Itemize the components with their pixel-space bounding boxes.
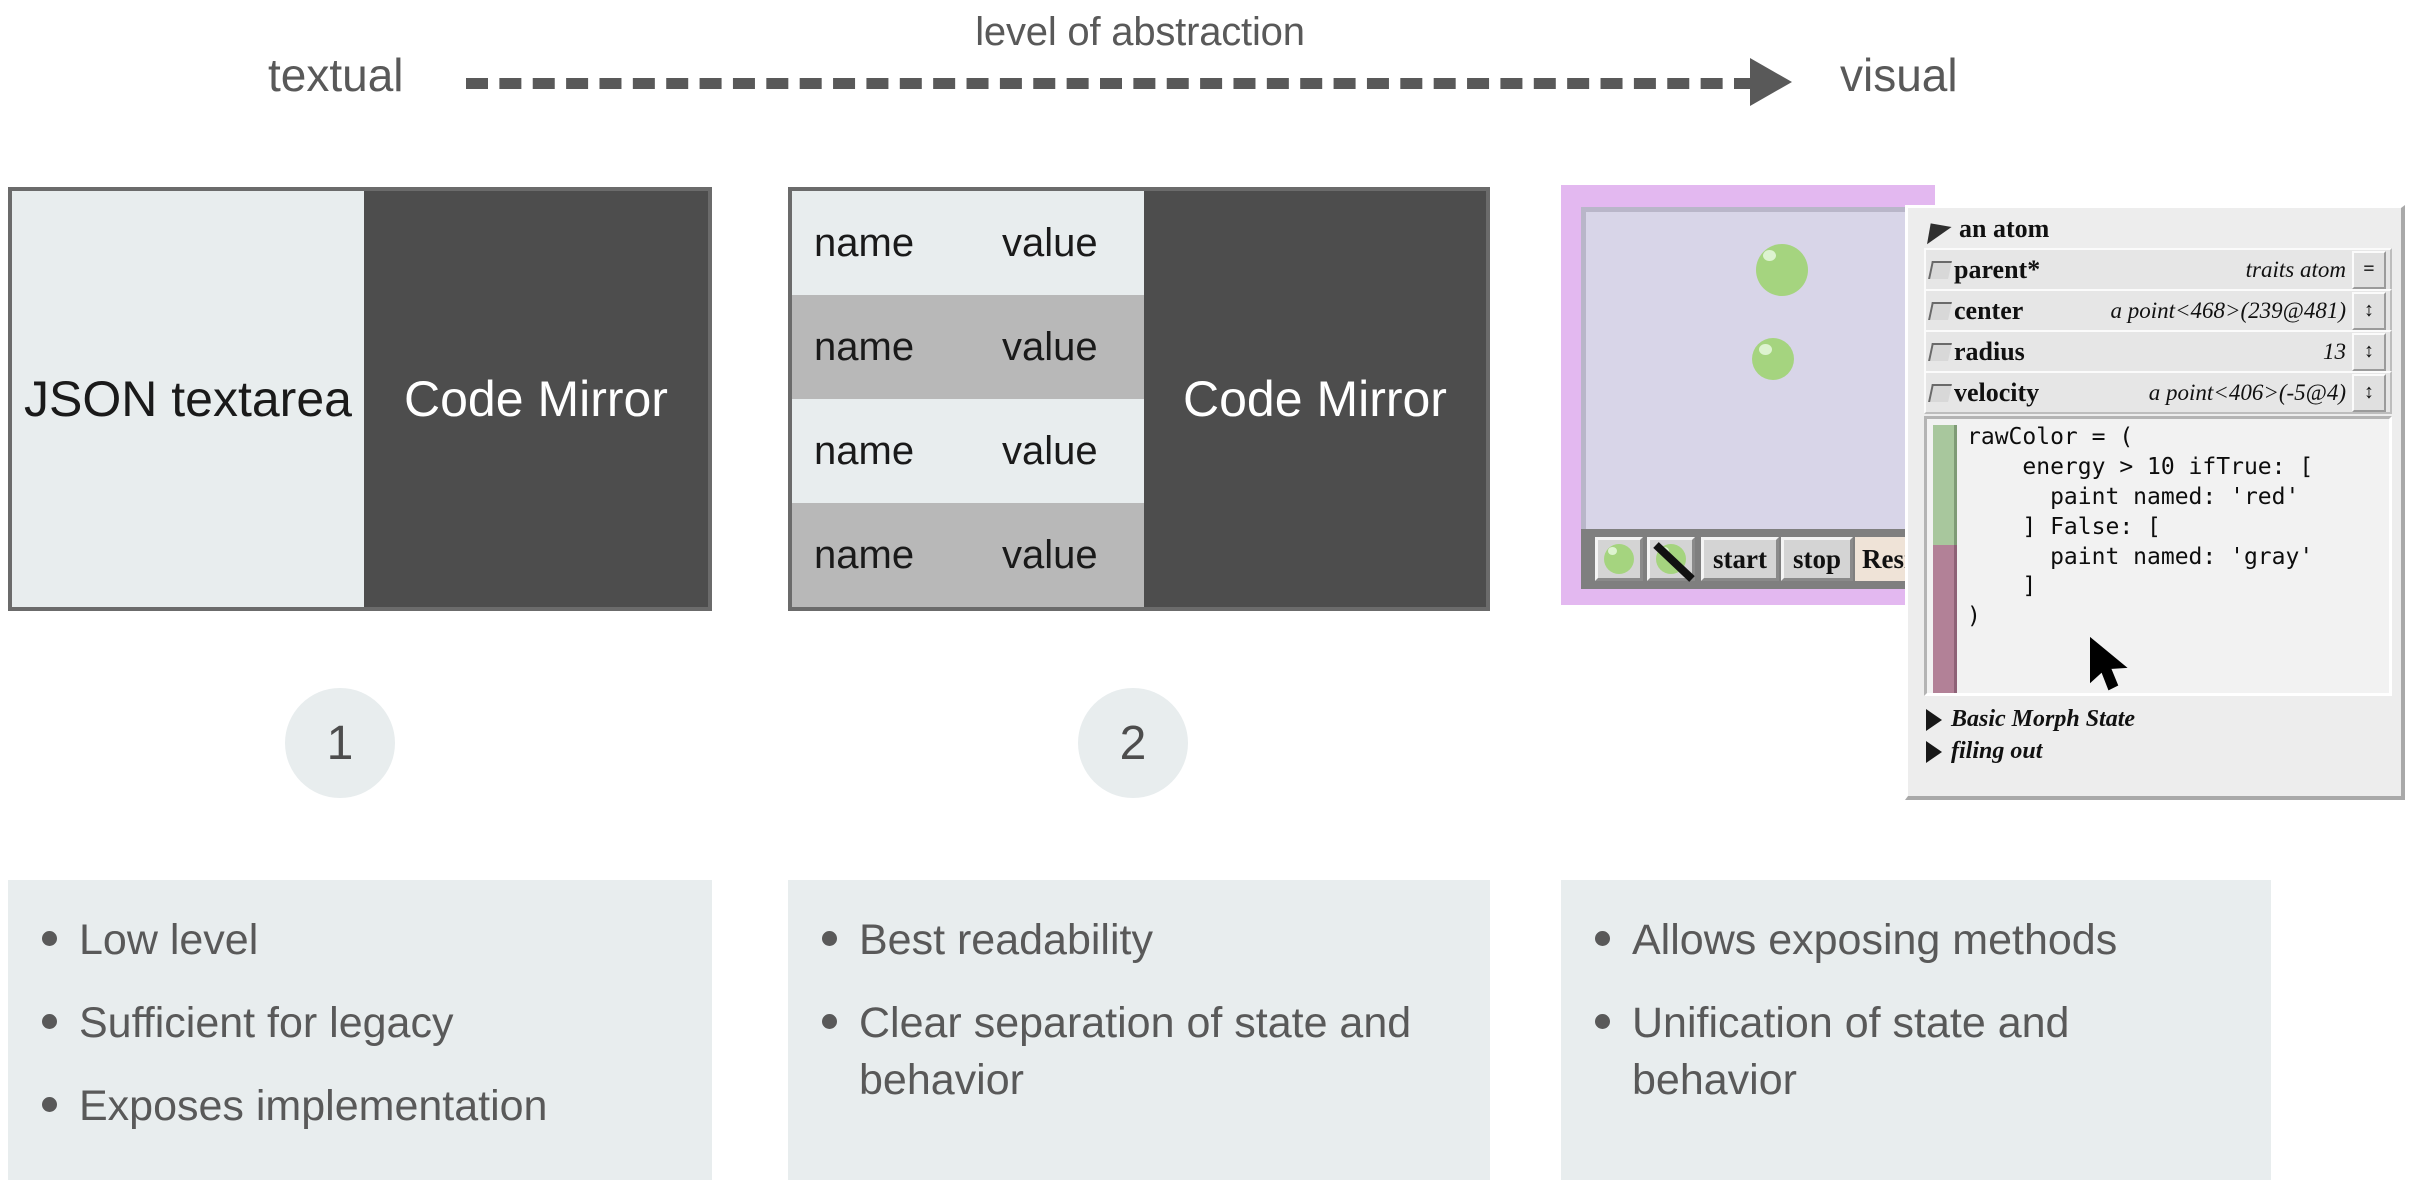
list-item-label: Low level [79,916,259,964]
panel-morphic-world: start stop Resi [1561,185,1975,605]
list-item: Low level [42,912,678,969]
table-row[interactable]: name value [792,503,1144,607]
json-textarea-label: JSON textarea [24,370,352,427]
table-cell-value: value [1002,532,1098,577]
stop-button[interactable]: stop [1781,537,1853,581]
abstraction-axis: level of abstraction textual visual [0,0,2414,140]
inspector-row-value: a point<468>(239@481) [2110,297,2346,323]
inspector-row[interactable]: velocity a point<406>(-5@4) ↕ [1924,371,2392,414]
pros-list-column-2: Best readability Clear separation of sta… [788,880,1490,1180]
mouse-pointer-icon [2090,637,2128,691]
codemirror-label-1: Code Mirror [404,370,668,427]
inspector-row-value: a point<406>(-5@4) [2148,379,2346,405]
inspector-row-control[interactable]: = [2352,250,2386,289]
object-inspector-window: an atom parent* traits atom = center a p… [1905,205,2405,800]
inspector-row-value: 13 [2323,338,2346,364]
inspector-row[interactable]: radius 13 ↕ [1924,330,2392,373]
collapse-icon[interactable] [1918,214,1952,244]
atom-morph[interactable] [1756,244,1808,296]
flag-icon [1928,342,1952,361]
table-cell-value: value [1002,220,1098,265]
flag-icon [1928,260,1952,279]
list-item-label: Unification of state and behavior [1632,998,2070,1104]
flag-icon [1928,383,1952,402]
axis-caption: level of abstraction [975,10,1305,54]
inspector-row-name: parent* [1954,254,2041,284]
axis-dashed-line [466,78,1756,89]
pros-list-column-3: Allows exposing methods Unification of s… [1561,880,2271,1180]
panel-json-codemirror: JSON textarea Code Mirror [8,187,712,611]
inspector-row-control[interactable]: ↕ [2352,291,2386,330]
bullet-icon [822,1013,837,1029]
table-cell-name: name [814,532,915,577]
json-textarea-region[interactable]: JSON textarea [12,191,364,607]
pros-list-column-1: Low level Sufficient for legacy Exposes … [8,880,712,1180]
bullet-icon [42,931,57,946]
table-cell-name: name [814,324,915,369]
start-button[interactable]: start [1701,537,1779,581]
table-row[interactable]: name value [792,191,1144,295]
bullet-icon [1595,931,1610,946]
list-item: Allows exposing methods [1595,912,2237,969]
axis-label-visual: visual [1840,49,1958,101]
list-item-label: Sufficient for legacy [79,998,454,1047]
inspector-row-name: radius [1954,336,2025,366]
atom-icon [1604,544,1634,574]
inspector-disclosure[interactable]: Basic Morph State [1926,706,2135,733]
list-item-label: Exposes implementation [79,1081,548,1130]
world-canvas[interactable] [1581,207,1965,543]
chevron-right-icon [1926,740,1942,763]
table-row[interactable]: name value [792,399,1144,503]
inspector-disclosure[interactable]: filing out [1926,738,2042,765]
codemirror-region-2[interactable]: Code Mirror [1144,191,1486,607]
list-item: Sufficient for legacy [42,995,678,1052]
atom-icon-button[interactable] [1595,537,1643,581]
code-gutter-cancel[interactable] [1933,545,1957,693]
inspector-row-name: velocity [1954,377,2040,407]
atom-disabled-icon-button[interactable] [1647,537,1695,582]
step-badge-1: 1 [285,688,395,798]
slash-icon [1653,542,1695,582]
list-item-label: Allows exposing methods [1632,916,2118,964]
code-editor-pane[interactable]: rawColor = ( energy > 10 ifTrue: [ paint… [1924,416,2392,696]
inspector-row-control[interactable]: ↕ [2352,332,2386,371]
list-item: Best readability [822,912,1456,969]
inspector-title-label: an atom [1959,214,2050,243]
table-cell-name: name [814,220,915,265]
inspector-disclosure-label: Basic Morph State [1951,706,2136,732]
codemirror-region-1[interactable]: Code Mirror [364,191,708,607]
panel-table-codemirror: name value name value name value name va… [788,187,1490,611]
table-cell-value: value [1002,324,1098,369]
inspector-row-value: traits atom [2245,256,2346,282]
bullet-icon [1595,1013,1610,1029]
bullet-icon [42,1096,57,1112]
bullet-icon [42,1013,57,1029]
inspector-row[interactable]: center a point<468>(239@481) ↕ [1924,289,2392,332]
code-gutter-accept[interactable] [1933,425,1957,547]
list-item: Exposes implementation [42,1078,678,1135]
inspector-row-control[interactable]: ↕ [2352,373,2386,412]
flag-icon [1928,301,1952,320]
list-item-label: Best readability [859,916,1153,964]
step-badge-2: 2 [1078,688,1188,798]
axis-arrow-icon [1750,58,1792,106]
chevron-right-icon [1926,708,1942,731]
list-item: Clear separation of state and behavior [822,995,1456,1109]
inspector-row[interactable]: parent* traits atom = [1924,248,2392,291]
axis-label-textual: textual [268,49,404,101]
table-row[interactable]: name value [792,295,1144,399]
name-value-table: name value name value name value name va… [792,191,1144,607]
code-editor-text[interactable]: rawColor = ( energy > 10 ifTrue: [ paint… [1967,424,2314,630]
codemirror-label-2: Code Mirror [1183,370,1447,427]
table-cell-value: value [1002,428,1098,473]
inspector-row-name: center [1954,295,2024,325]
bullet-icon [822,931,837,946]
atom-morph[interactable] [1752,338,1794,380]
list-item-label: Clear separation of state and behavior [859,998,1412,1104]
world-toolbar: start stop Resi [1581,529,1975,589]
inspector-disclosure-label: filing out [1951,738,2043,764]
table-cell-name: name [814,428,915,473]
list-item: Unification of state and behavior [1595,995,2237,1109]
inspector-title-bar[interactable]: an atom [1918,214,2050,244]
